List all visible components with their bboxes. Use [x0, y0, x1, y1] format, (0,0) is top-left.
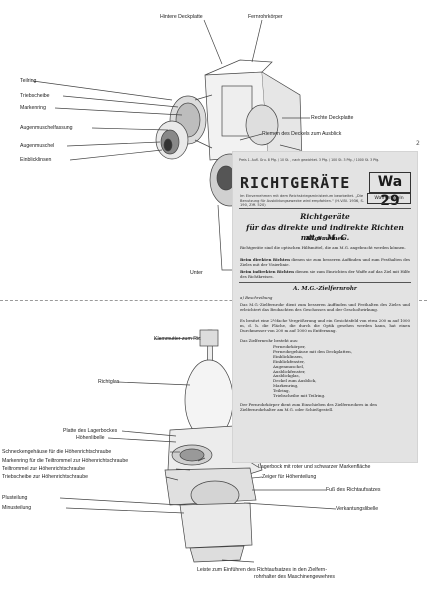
card-title-2: für das direkte und indirekte Richten mi… — [246, 223, 404, 242]
label-riemen: Riemen des Deckels zum Ausblick — [262, 131, 342, 137]
label-lagerbock: Lagerbock mit roter und schwarzer Marken… — [258, 464, 371, 470]
card-paragraph-5: Es besitzt eine 2½fache Vergrößerung und… — [240, 318, 410, 333]
label-minusteilung: Minusteilung — [2, 505, 32, 511]
list-item: Ausblickglas, — [273, 373, 300, 379]
card-price-line: Preis 1. Aufl. Gru. 8 Pfg. / 10 St. , na… — [239, 158, 380, 162]
card-code: Wa 29 — [369, 172, 411, 209]
label-schneckengehaeuse: Schneckengehäuse für die Höhenrichtschra… — [2, 449, 112, 455]
label-teiltrommel: Teiltrommel zur Höhenrichtschraube — [2, 466, 86, 472]
list-item: Augenmuschel, — [273, 363, 305, 369]
label-markenring: Markenring — [20, 105, 46, 111]
card-p2-rest: dienen sie zum besseren Auffinden und zu… — [240, 257, 410, 267]
card-paragraph-2: Beim direkten Richten dienen sie zum bes… — [240, 257, 410, 267]
card-rule-2 — [239, 282, 411, 283]
label-hintere-deckplatte: Hintere Deckplatte — [160, 14, 203, 20]
label-fernrohrkoerper: Fernrohrkörper — [248, 14, 283, 20]
card-p3-bold: Beim indirekten Richten — [240, 269, 294, 274]
card-heading-section: A. M.G.-Zielfernrohr — [293, 286, 357, 292]
label-augenmuschel: Augenmuschel — [20, 143, 55, 149]
list-item: Teilring, — [273, 388, 290, 394]
richtgeraete-card: Preis 1. Aufl. Gru. 8 Pfg. / 10 St. , na… — [233, 152, 417, 462]
label-rechte-deckplatte: Rechte Deckplatte — [311, 115, 354, 121]
label-leiste-2: rohrhalter des Maschinengewehres — [254, 574, 336, 580]
card-p3-rest: dienen sie zum Einrichten der Waffe auf … — [240, 269, 410, 279]
label-verkantungslibelle: Verkantungslibelle — [336, 506, 379, 512]
label-triebscheibe: Triebscheibe — [20, 93, 50, 99]
list-item: Einblicklinsen, — [273, 353, 303, 359]
card-code-sub: Waffentafeln — [367, 193, 411, 204]
list-item: Deckel zum Ausblick, — [273, 378, 317, 384]
label-plusteilung: Plusteilung — [2, 495, 28, 501]
label-richtglas: Richtglas — [98, 379, 120, 385]
label-klemmutter: Klemmutter zum Ric — [154, 336, 201, 342]
list-item: Einblickfenster, — [273, 358, 305, 364]
list-item: Fernrohrgehäuse mit den Deckplatten, — [273, 348, 352, 354]
card-paragraph-7: Der Fernrohrkörper dient zum Einschieben… — [240, 402, 377, 412]
card-title-1: Richtgeräte — [300, 212, 350, 221]
card-paragraph-1: Richtgeräte sind die optischen Hilfsmitt… — [240, 245, 406, 250]
label-augenmuschelfassung: Augenmuschelfassung — [20, 125, 73, 131]
list-item: Triebscheibe mit Teilring. — [273, 393, 326, 399]
label-triebscheibe-hoehe: Triebscheibe zur Höhenrichtschraube — [2, 474, 89, 480]
list-item: Markenring, — [273, 383, 299, 389]
list-item: Ausblickfenster, — [273, 368, 306, 374]
label-leiste-1: Leiste zum Einführen des Richtaufsatzes … — [197, 567, 328, 573]
card-rule-1 — [239, 208, 411, 209]
card-subtitle: Im Einvernehmen mit dem Reichskriegsmini… — [240, 194, 364, 208]
card-parts-list: Fernrohrkörper, Fernrohrgehäuse mit den … — [273, 344, 352, 399]
page-marker: 2 — [416, 140, 420, 147]
card-p2-bold: Beim direkten Richten — [240, 257, 290, 262]
card-heading-beschreibung: a) Beschreibung — [240, 295, 273, 300]
card-paragraph-6: Das Zielfernrohr besteht aus: — [240, 338, 299, 343]
page-fold-line — [0, 300, 427, 301]
label-platte-lagerbockes: Platte des Lagerbockes — [63, 428, 118, 434]
label-unter: Unter — [190, 270, 203, 276]
label-fuss: Fuß des Richtaufsatzes — [326, 487, 381, 493]
label-teilring: Teilring — [20, 78, 37, 84]
label-zeiger: Zeiger für Höhenteilung — [262, 474, 317, 480]
card-heading-allgemeines: Allgemeines — [305, 236, 345, 242]
card-brand: RICHTGERÄTE — [240, 174, 351, 192]
card-paragraph-3: Beim indirekten Richten dienen sie zum E… — [240, 269, 410, 279]
card-paragraph-4: Das M.G.-Zielfernrohr dient zum besseren… — [240, 302, 410, 312]
label-hoehenlibelle: Höhenlibelle — [76, 435, 105, 441]
label-markenring-teiltrommel: Markenring für die Teiltrommel zur Höhen… — [2, 458, 129, 464]
list-item: Fernrohrkörper, — [273, 344, 306, 349]
label-einblicklinsen: Einblicklinsen — [20, 157, 52, 163]
